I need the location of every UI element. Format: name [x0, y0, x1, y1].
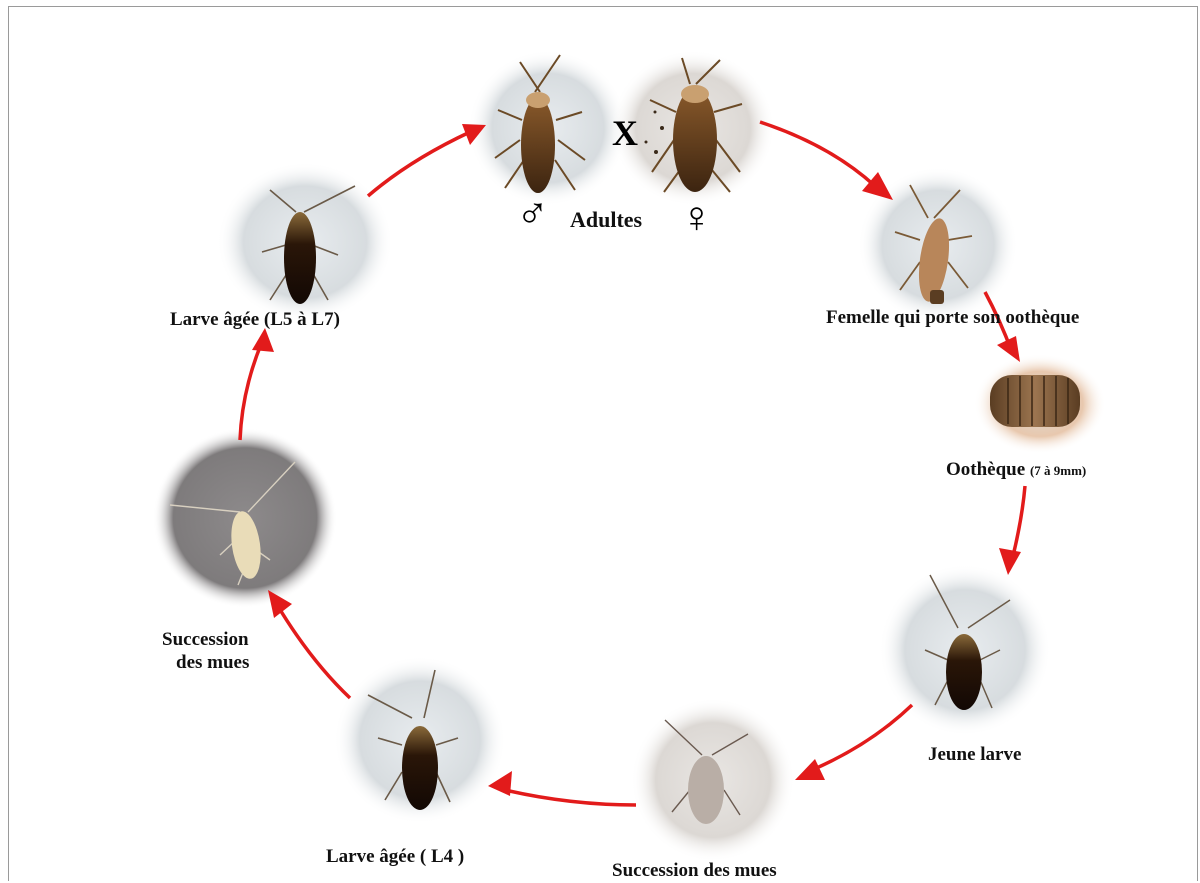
ootheca-capsule: [990, 375, 1080, 427]
label-female-ootheca: Femelle qui porte son oothèque: [826, 307, 1079, 330]
arrow-young-to-molts: [812, 705, 912, 770]
label-larva-l5-l7: Larve âgée (L5 à L7): [170, 309, 340, 332]
adult-male-head: [526, 92, 550, 108]
arrow-icon: [999, 548, 1021, 575]
larva-l5-l7-body: [284, 212, 316, 304]
carried-ootheca: [930, 290, 944, 304]
arrow-molts-to-l4: [505, 790, 636, 805]
molts-bottom-body: [688, 756, 724, 824]
male-symbol-icon: ♂: [516, 188, 549, 239]
young-larva-body: [946, 634, 982, 710]
label-molts-bottom: Succession des mues: [612, 860, 777, 883]
label-young-larva: Jeune larve: [928, 744, 1021, 767]
arrow-icon: [997, 336, 1020, 362]
arrow-l4-to-molts: [276, 603, 350, 698]
label-molts-left-line1: Succession: [162, 629, 249, 652]
adult-female-body: [673, 88, 717, 192]
arrow-icon: [795, 759, 825, 780]
label-larva-l4: Larve âgée ( L4 ): [326, 846, 464, 869]
label-ootheca-size: (7 à 9mm): [1030, 463, 1086, 478]
label-adults: Adultes: [570, 207, 642, 233]
cross-symbol: X: [612, 112, 638, 154]
label-ootheca-name: Oothèque: [946, 459, 1025, 480]
label-molts-left-line2: des mues: [162, 652, 249, 675]
larva-l4-body: [402, 726, 438, 810]
female-symbol-icon: ♀: [680, 192, 713, 243]
arrow-l5-to-adults: [368, 132, 470, 196]
arrow-ootheca-to-young: [1012, 486, 1025, 560]
arrow-molts-to-l5: [240, 342, 262, 440]
label-molts-left: Succession des mues: [162, 629, 249, 675]
adult-male-body: [521, 97, 555, 193]
adult-female-head: [681, 85, 709, 103]
arrow-adults-to-female: [760, 122, 875, 186]
label-ootheca: Oothèque (7 à 9mm): [946, 459, 1086, 482]
